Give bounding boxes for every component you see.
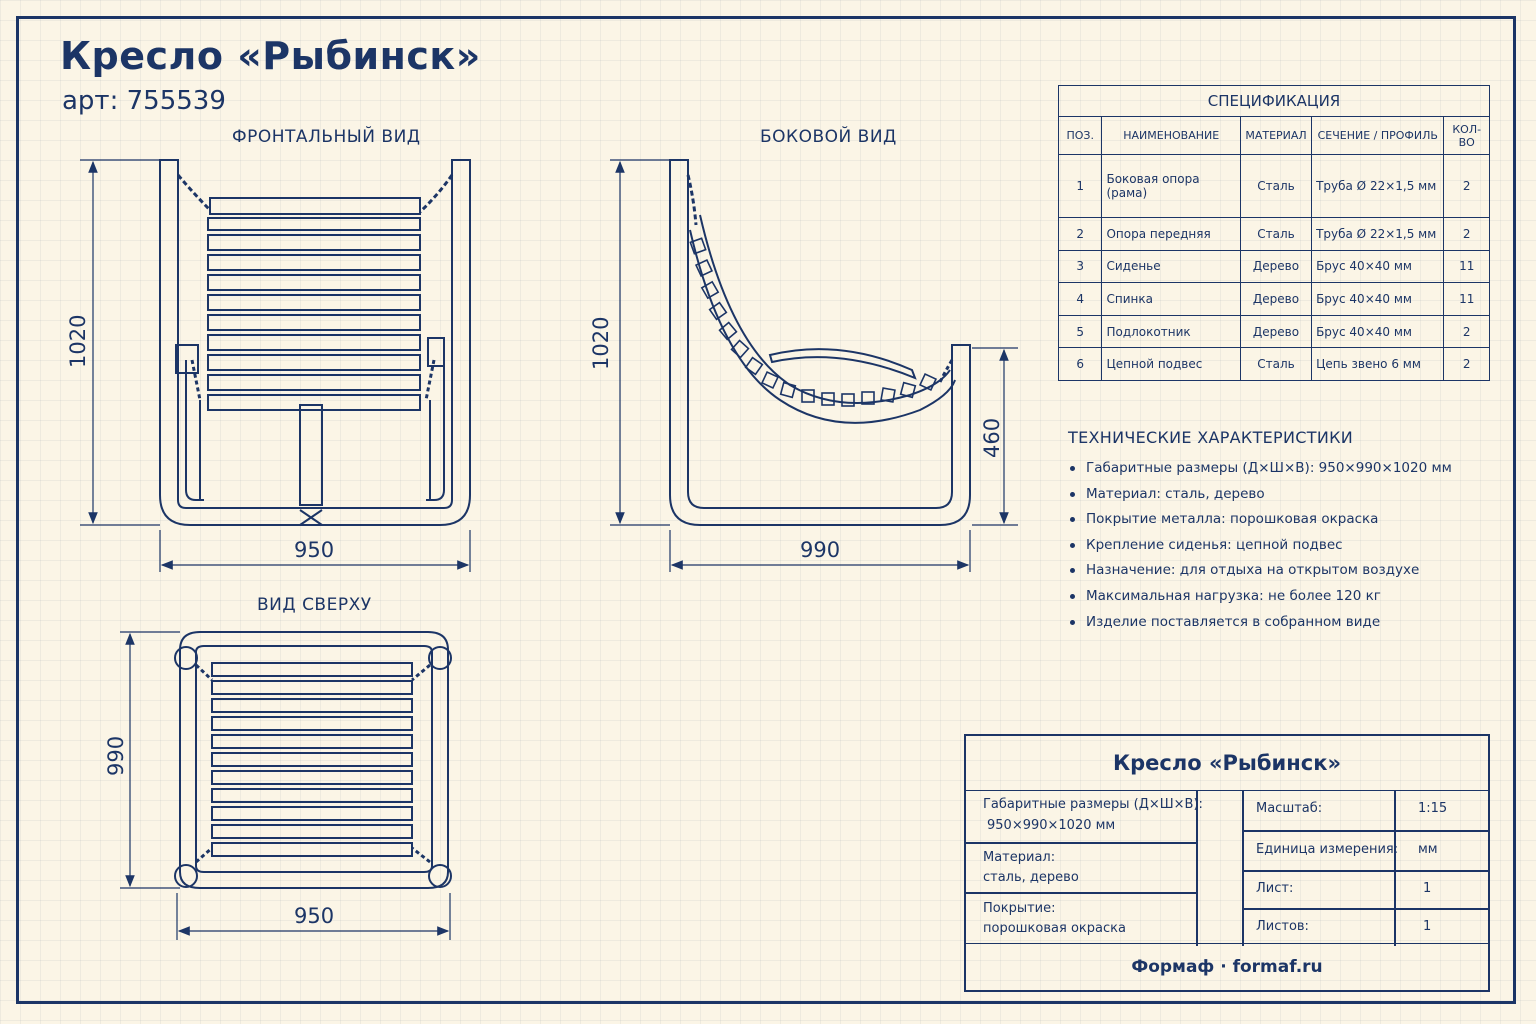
spec-header-profile: СЕЧЕНИЕ / ПРОФИЛЬ (1311, 116, 1445, 155)
title-block-footer: Формаф · formaf.ru (966, 943, 1488, 990)
side-view-label: БОКОВОЙ ВИД (760, 127, 897, 147)
material-value: сталь, дерево (983, 870, 1079, 885)
spec-cell: Сиденье (1101, 249, 1241, 284)
scale-label: Масштаб: (1256, 801, 1323, 816)
spec-cell: 2 (1057, 217, 1103, 251)
spec-header-pos: ПОЗ. (1057, 116, 1103, 155)
tech-heading: ТЕХНИЧЕСКИЕ ХАРАКТЕРИСТИКИ (1068, 428, 1354, 447)
unit-label: Единица измерения: (1256, 842, 1399, 857)
front-view (159, 159, 471, 526)
spec-cell: Брус 40×40 мм (1311, 249, 1445, 284)
table-row: 6 Цепной подвес Сталь Цепь звено 6 мм 2 (1057, 347, 1490, 381)
coating-label: Покрытие: (983, 901, 1056, 916)
list-item: Изделие поставляется в собранном виде (1068, 610, 1452, 636)
list-item: Габаритные размеры (Д×Ш×В): 950×990×1020… (1068, 456, 1452, 482)
table-row: 3 Сиденье Дерево Брус 40×40 мм 11 (1057, 249, 1490, 284)
spec-cell: Дерево (1239, 249, 1313, 284)
list-item: Покрытие металла: порошковая окраска (1068, 507, 1452, 533)
table-row: 2 Опора передняя Сталь Труба Ø 22×1,5 мм… (1057, 217, 1490, 251)
top-view-label: ВИД СВЕРХУ (257, 595, 372, 615)
spec-cell: 11 (1443, 282, 1490, 316)
table-row: 5 Подлокотник Дерево Брус 40×40 мм 2 (1057, 314, 1490, 349)
spec-header-name: НАИМЕНОВАНИЕ (1101, 116, 1241, 155)
dimension-lines (80, 159, 1018, 940)
spec-cell: Сталь (1239, 217, 1313, 251)
spec-cell: 2 (1443, 347, 1490, 381)
title-block-title: Кресло «Рыбинск» (966, 736, 1488, 791)
spec-cell: 2 (1443, 314, 1490, 349)
coating-value: порошковая окраска (983, 921, 1126, 936)
spec-cell: 1 (1057, 153, 1103, 219)
dims-value: 950×990×1020 мм (987, 818, 1116, 833)
spec-cell: Боковая опора (рама) (1101, 153, 1241, 219)
table-row: 1 Боковая опора (рама) Сталь Труба Ø 22×… (1057, 153, 1490, 219)
side-depth-dim: 990 (800, 538, 841, 562)
tech-list: Габаритные размеры (Д×Ш×В): 950×990×1020… (1068, 456, 1452, 635)
spec-cell: Опора передняя (1101, 217, 1241, 251)
top-width-dim: 950 (294, 904, 335, 928)
list-item: Крепление сиденья: цепной подвес (1068, 533, 1452, 559)
side-seat-height-dim: 460 (980, 417, 1004, 458)
spec-cell: Сталь (1239, 347, 1313, 381)
side-view (669, 159, 971, 526)
spec-cell: 11 (1443, 249, 1490, 284)
spec-cell: 2 (1443, 153, 1490, 219)
table-row: 4 Спинка Дерево Брус 40×40 мм 11 (1057, 282, 1490, 316)
top-depth-dim: 990 (104, 735, 128, 776)
top-view (174, 631, 452, 889)
spec-cell: Подлокотник (1101, 314, 1241, 349)
spec-cell: Дерево (1239, 282, 1313, 316)
unit-value: мм (1418, 842, 1438, 857)
front-height-dim: 1020 (66, 314, 90, 368)
spec-cell: Брус 40×40 мм (1311, 282, 1445, 316)
list-item: Максимальная нагрузка: не более 120 кг (1068, 584, 1452, 610)
spec-header-material: МАТЕРИАЛ (1239, 116, 1313, 155)
front-view-label: ФРОНТАЛЬНЫЙ ВИД (232, 127, 421, 147)
spec-cell: Спинка (1101, 282, 1241, 316)
specification-table: СПЕЦИФИКАЦИЯ ПОЗ. НАИМЕНОВАНИЕ МАТЕРИАЛ … (1057, 85, 1490, 381)
spec-header-qty: КОЛ-ВО (1443, 116, 1490, 155)
spec-caption: СПЕЦИФИКАЦИЯ (1058, 85, 1490, 117)
spec-cell: Цепной подвес (1101, 347, 1241, 381)
spec-cell: Труба Ø 22×1,5 мм (1311, 153, 1445, 219)
spec-cell: 6 (1057, 347, 1103, 381)
spec-cell: 2 (1443, 217, 1490, 251)
title-block: Кресло «Рыбинск» Габаритные размеры (Д×Ш… (964, 734, 1490, 992)
list-item: Назначение: для отдыха на открытом возду… (1068, 558, 1452, 584)
list-item: Материал: сталь, дерево (1068, 482, 1452, 508)
sheets-value: 1 (1423, 919, 1432, 934)
sheet-label: Лист: (1256, 881, 1294, 896)
sheets-label: Листов: (1256, 919, 1309, 934)
article-number: арт: 755539 (62, 86, 226, 116)
spec-cell: Брус 40×40 мм (1311, 314, 1445, 349)
sheet-value: 1 (1423, 881, 1432, 896)
spec-cell: Труба Ø 22×1,5 мм (1311, 217, 1445, 251)
spec-cell: 4 (1057, 282, 1103, 316)
spec-cell: Сталь (1239, 153, 1313, 219)
spec-cell: Цепь звено 6 мм (1311, 347, 1445, 381)
drawing-frame (16, 16, 1516, 1004)
dims-label: Габаритные размеры (Д×Ш×В): (983, 797, 1203, 812)
front-width-dim: 950 (294, 538, 335, 562)
page-title: Кресло «Рыбинск» (60, 34, 481, 78)
spec-cell: 5 (1057, 314, 1103, 349)
spec-cell: 3 (1057, 249, 1103, 284)
scale-value: 1:15 (1418, 801, 1448, 816)
material-label: Материал: (983, 850, 1056, 865)
side-height-dim: 1020 (589, 316, 613, 370)
spec-cell: Дерево (1239, 314, 1313, 349)
